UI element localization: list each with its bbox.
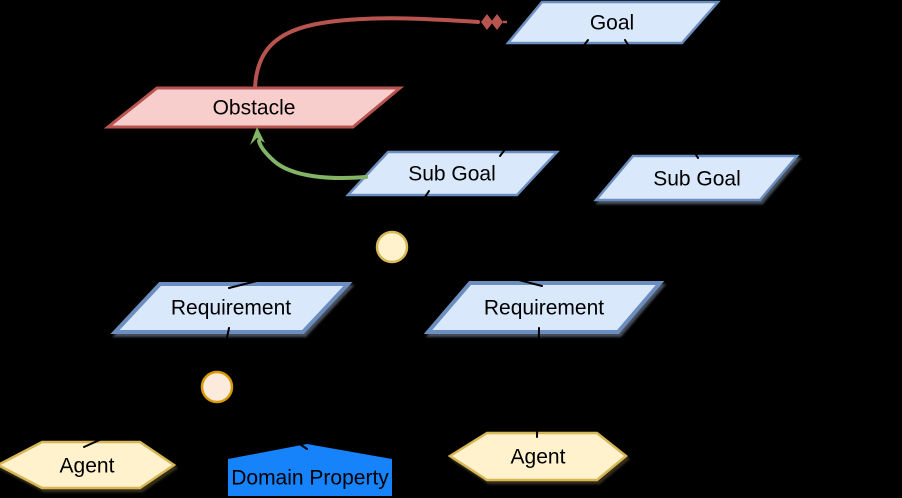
obstruction-diamond-1 xyxy=(481,14,493,30)
node-obstacle[interactable]: Obstacle xyxy=(103,86,405,129)
requirement-left-parallelogram[interactable] xyxy=(110,282,353,334)
node-requirement-left[interactable]: Requirement xyxy=(110,282,353,334)
resolution-curve[interactable] xyxy=(257,139,368,181)
edge-junction-requirement-right[interactable] xyxy=(391,246,543,287)
obstruction-edge[interactable] xyxy=(253,14,507,89)
edge-goal-subgoal-left[interactable] xyxy=(499,39,589,157)
resolution-edge[interactable] xyxy=(250,127,368,181)
agent-right-label: Agent xyxy=(511,446,566,469)
node-sub-goal-right[interactable]: Sub Goal xyxy=(593,154,800,202)
edge-junction-requirement-left[interactable] xyxy=(228,246,393,289)
obstruction-diamond-2 xyxy=(491,14,503,30)
node-agent-right[interactable]: Agent xyxy=(447,431,628,482)
goal-label: Goal xyxy=(590,12,634,35)
agent-right-hexagon[interactable] xyxy=(447,431,628,482)
obstruction-curve[interactable] xyxy=(253,16,480,89)
edge-requirement-right-agent-right[interactable] xyxy=(536,327,540,438)
and-junction-lower[interactable] xyxy=(200,370,234,404)
edge-junction-domain-property[interactable] xyxy=(216,386,308,450)
sub-goal-right-parallelogram[interactable] xyxy=(593,154,800,202)
requirement-right-label: Requirement xyxy=(484,297,604,320)
edge-goal-subgoal-right[interactable] xyxy=(624,39,699,159)
sub-goal-right-label: Sub Goal xyxy=(653,168,741,191)
obstacle-parallelogram[interactable] xyxy=(103,86,405,129)
sub-goal-left-label: Sub Goal xyxy=(408,163,496,186)
sub-goal-left-parallelogram[interactable] xyxy=(345,150,560,197)
resolution-arrowhead-icon xyxy=(250,127,265,145)
node-goal[interactable]: Goal xyxy=(505,0,721,45)
node-requirement-right[interactable]: Requirement xyxy=(423,281,665,334)
node-domain-property[interactable]: Domain Property xyxy=(228,444,392,496)
requirement-left-label: Requirement xyxy=(171,297,291,320)
requirement-right-parallelogram[interactable] xyxy=(423,281,665,334)
and-junction-upper[interactable] xyxy=(375,230,409,264)
domain-property-pentagon[interactable] xyxy=(228,444,392,496)
agent-left-hexagon[interactable] xyxy=(0,440,177,490)
goal-parallelogram[interactable] xyxy=(505,0,721,45)
domain-property-label: Domain Property xyxy=(231,467,389,490)
obstacle-label: Obstacle xyxy=(213,97,296,120)
edge-junction-agent-left[interactable] xyxy=(83,386,218,448)
node-agent-left[interactable]: Agent xyxy=(0,440,177,490)
agent-left-label: Agent xyxy=(60,455,115,478)
node-sub-goal-left[interactable]: Sub Goal xyxy=(345,150,560,197)
